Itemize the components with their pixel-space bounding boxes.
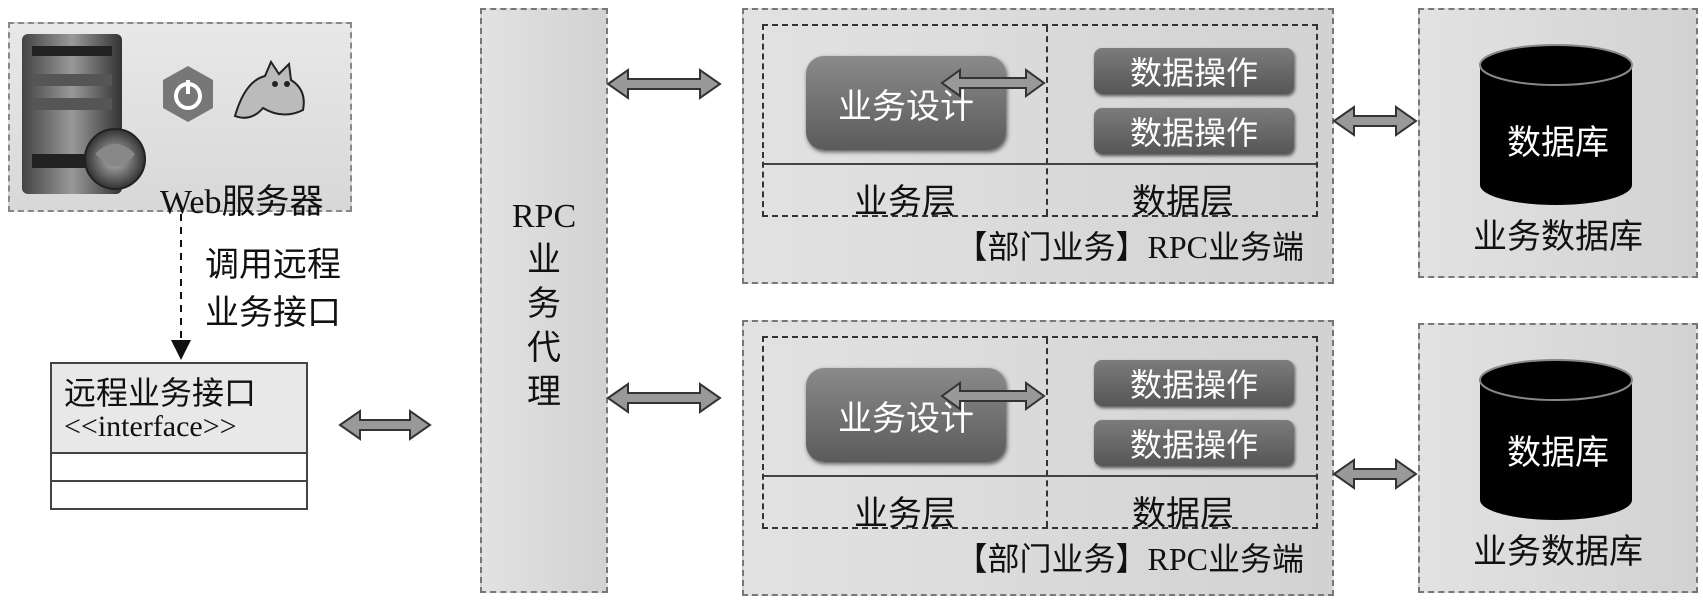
layer-label-divider (764, 163, 1316, 165)
interface-header: 远程业务接口 <<interface>> (52, 364, 306, 454)
rpc-proxy-label-char: 理 (527, 374, 561, 411)
server-tower-icon (22, 34, 146, 194)
service-layers-frame: 业务设计 数据操作 数据操作 业务层 数据层 (762, 24, 1318, 221)
bidirectional-arrow (940, 381, 1046, 411)
rpc-proxy-label-rpc: RPC (511, 198, 577, 235)
database-cylinder-label: 数据库 (1507, 125, 1609, 162)
rpc-proxy-column: RPC 业 务 代 理 (480, 8, 608, 593)
interface-stereotype: <<interface>> (64, 410, 237, 443)
remote-interface-class: 远程业务接口 <<interface>> (50, 362, 308, 510)
business-database-panel: 数据库 业务数据库 (1418, 8, 1698, 278)
database-label: 业务数据库 (1473, 219, 1643, 256)
service-panel-title: 【部门业务】RPC业务端 (955, 541, 1305, 577)
web-server-label: Web服务器 (160, 184, 324, 221)
service-panel-title: 【部门业务】RPC业务端 (955, 229, 1305, 265)
database-label: 业务数据库 (1473, 534, 1643, 571)
call-edge-label-line1: 调用远程 (205, 247, 341, 284)
data-layer-label: 数据层 (1132, 496, 1234, 533)
web-server-node: Web服务器 (8, 22, 352, 221)
bidirectional-arrow (606, 382, 722, 414)
business-design-box: 业务设计 (806, 56, 1006, 150)
rpc-proxy-label: RPC 业 务 代 理 (482, 195, 606, 415)
rpc-service-panel: 业务设计 数据操作 数据操作 业务层 数据层 【部门业务】RPC业务端 (742, 8, 1334, 284)
call-edge-label: 调用远程 业务接口 (205, 242, 375, 338)
business-layer-label: 业务层 (854, 496, 956, 533)
database-cylinder-icon (1479, 44, 1633, 205)
bidirectional-arrow (606, 68, 722, 100)
interface-name: 远程业务接口 (64, 375, 257, 411)
layer-divider (1046, 338, 1048, 527)
bidirectional-arrow (338, 409, 432, 441)
business-database-panel: 数据库 业务数据库 (1418, 323, 1698, 593)
data-operation-box: 数据操作 (1094, 108, 1294, 154)
business-layer-label: 业务层 (854, 184, 956, 221)
rpc-proxy-label-char: 业 (527, 242, 561, 279)
layer-divider (1046, 26, 1048, 215)
rpc-proxy-label-char: 务 (527, 286, 561, 323)
rpc-service-panel: 业务设计 数据操作 数据操作 业务层 数据层 【部门业务】RPC业务端 (742, 320, 1334, 596)
database-cylinder-icon (1479, 359, 1633, 520)
service-layers-frame: 业务设计 数据操作 数据操作 业务层 数据层 (762, 336, 1318, 533)
tomcat-icon (233, 59, 305, 119)
bidirectional-arrow (1332, 105, 1418, 137)
database-cylinder-label: 数据库 (1507, 435, 1609, 472)
spring-boot-icon (163, 66, 213, 122)
business-design-box: 业务设计 (806, 368, 1006, 462)
data-operation-box: 数据操作 (1094, 360, 1294, 406)
data-operation-box: 数据操作 (1094, 48, 1294, 94)
call-edge-label-line2: 业务接口 (205, 295, 341, 332)
rpc-proxy-label-char: 代 (527, 330, 561, 367)
interface-attributes-row (52, 454, 306, 482)
data-layer-label: 数据层 (1132, 184, 1234, 221)
data-operation-box: 数据操作 (1094, 420, 1294, 466)
layer-label-divider (764, 475, 1316, 477)
bidirectional-arrow (940, 68, 1046, 98)
bidirectional-arrow (1332, 458, 1418, 490)
